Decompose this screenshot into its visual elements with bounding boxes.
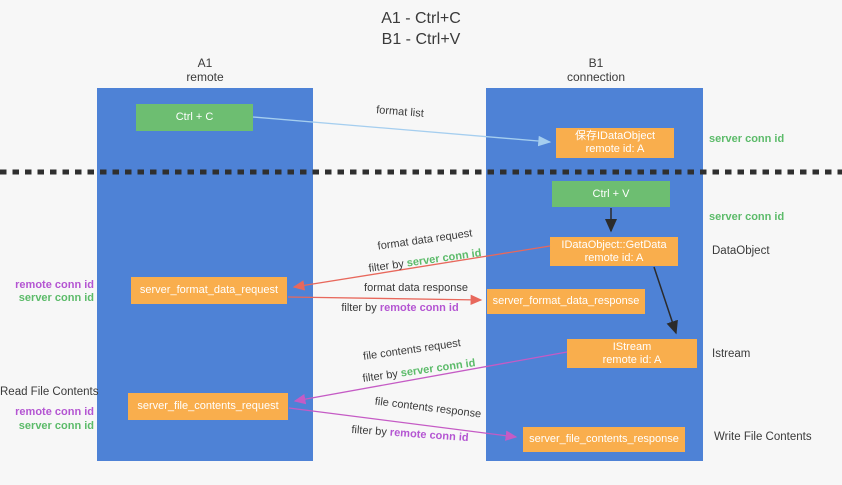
istream-box: IStream remote id: A [567,339,697,368]
remote-conn-id-label-left-bottom: remote conn id [15,406,94,418]
left-column-role: remote [186,70,224,84]
write-file-contents-label: Write File Contents [714,431,812,443]
format-data-request-label: format data request [376,227,474,253]
diagram-title: A1 - Ctrl+C B1 - Ctrl+V [0,8,842,50]
format-list-label: format list [375,104,425,120]
right-column-role: connection [566,70,626,84]
diagram-title-line1: A1 - Ctrl+C [381,10,461,27]
istream-line1: IStream [612,340,652,353]
read-file-contents-label: Read File Contents [0,386,99,398]
ctrl-c-box: Ctrl + C [136,104,253,131]
server-file-contents-response-label: server_file_contents_response [529,433,679,445]
save-idataobject-line2: remote id: A [585,143,645,155]
file-contents-response-label: file contents response [374,395,482,421]
remote-conn-id-text: remote conn id [379,302,459,314]
istream-side-label: Istream [712,348,751,360]
filter-by-text: filter by [367,258,405,275]
right-column-header: B1 connection [536,56,656,84]
server-conn-id-label-left-bottom: server conn id [18,420,94,432]
left-column-header: A1 remote [145,56,265,84]
server-conn-id-label-right-top: server conn id [709,133,785,145]
istream-line2: remote id: A [602,353,662,366]
filter-by-text: filter by [341,302,377,314]
server-file-contents-request-label: server_file_contents_request [137,400,279,412]
right-column-name: B1 [588,56,604,70]
format-data-response-label: format data response [364,282,468,294]
filter-by-text: filter by [361,368,399,385]
server-conn-id-label-right-mid: server conn id [709,211,785,223]
filter-by-remote-conn-id-label-1: filter by remote conn id [341,302,458,314]
server-conn-id-text: server conn id [400,357,477,380]
ctrl-c-label: Ctrl + C [175,111,214,123]
server-file-contents-response-box: server_file_contents_response [523,427,685,452]
server-file-contents-request-box: server_file_contents_request [128,393,288,420]
server-format-data-request-label: server_format_data_request [139,284,279,296]
idataobject-getdata-box: IDataObject::GetData remote id: A [550,237,678,266]
save-idataobject-box: 保存IDataObject remote id: A [556,128,674,158]
remote-conn-id-label-left-top: remote conn id [15,279,94,291]
ctrl-v-label: Ctrl + V [592,187,630,200]
server-format-data-request-box: server_format_data_request [131,277,287,304]
save-idataobject-line1: 保存IDataObject [574,130,656,142]
dataobject-label: DataObject [712,245,770,257]
filter-by-remote-conn-id-label-2: filter by remote conn id [351,424,469,444]
file-contents-request-label: file contents request [362,337,462,363]
server-format-data-response-label: server_format_data_response [492,295,640,307]
idataobject-getdata-line1: IDataObject::GetData [561,238,667,251]
filter-by-server-conn-id-label-2: filter by server conn id [362,357,476,385]
ctrl-v-box: Ctrl + V [552,181,670,207]
server-format-data-response-box: server_format_data_response [487,289,645,314]
left-column-name: A1 [197,56,213,70]
filter-by-text: filter by [351,423,388,439]
idataobject-getdata-line2: remote id: A [584,251,644,264]
server-conn-id-label-left-top: server conn id [18,292,94,304]
server-conn-id-text: server conn id [406,247,483,270]
remote-conn-id-text: remote conn id [389,426,469,445]
diagram-title-line2: B1 - Ctrl+V [381,31,461,48]
format-data-response-arrow [287,294,483,306]
